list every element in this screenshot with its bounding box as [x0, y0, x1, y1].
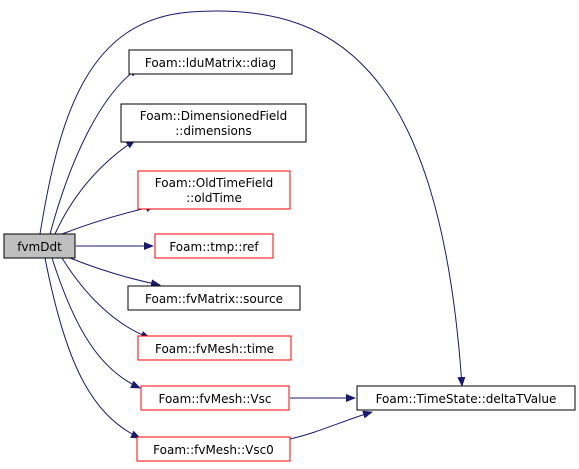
node-fvmddt-label: fvmDdt: [17, 240, 62, 254]
edge-fvmddt-to-time: [61, 257, 151, 339]
node-ldumatrix-diag-label: Foam::lduMatrix::diag: [145, 56, 276, 70]
node-fvmatrix-source[interactable]: Foam::fvMatrix::source: [127, 285, 301, 311]
node-timestate-deltatvalue-label: Foam::TimeState::deltaTValue: [376, 392, 557, 406]
node-fvmesh-vsc0[interactable]: Foam::fvMesh::Vsc0: [136, 436, 291, 462]
edge-fvmddt-to-deltatvalue: [39, 10, 466, 387]
node-fvmesh-vsc-label: Foam::fvMesh::Vsc: [158, 392, 271, 406]
node-tmp-ref-label: Foam::tmp::ref: [169, 240, 259, 254]
edge-fvmddt-to-vsc: [51, 257, 141, 389]
node-ldumatrix-diag[interactable]: Foam::lduMatrix::diag: [128, 49, 293, 75]
node-tmp-ref[interactable]: Foam::tmp::ref: [154, 233, 274, 259]
edge-fvmddt-to-oldtime: [61, 204, 156, 235]
node-oldtimefield-oldtime-label-1: Foam::OldTimeField: [155, 176, 273, 190]
edge-fvmddt-to-source: [69, 257, 161, 288]
nodes: fvmDdt Foam::lduMatrix::diag Foam::Dimen…: [3, 49, 576, 462]
node-dimensionedfield-dimensions[interactable]: Foam::DimensionedField ::dimensions: [120, 103, 307, 143]
node-oldtimefield-oldtime[interactable]: Foam::OldTimeField ::oldTime: [137, 170, 291, 210]
edge-vsc0-to-deltatvalue: [289, 410, 373, 440]
node-fvmesh-vsc0-label: Foam::fvMesh::Vsc0: [153, 443, 274, 457]
edge-fvmddt-to-dimensions: [54, 139, 136, 235]
node-fvmesh-time-label: Foam::fvMesh::time: [155, 342, 274, 356]
edges: [39, 10, 466, 440]
node-fvmddt[interactable]: fvmDdt: [3, 233, 76, 259]
node-fvmesh-time[interactable]: Foam::fvMesh::time: [137, 335, 292, 361]
node-timestate-deltatvalue[interactable]: Foam::TimeState::deltaTValue: [356, 385, 576, 411]
node-fvmesh-vsc[interactable]: Foam::fvMesh::Vsc: [140, 385, 290, 411]
edge-fvmddt-to-vsc0: [44, 257, 141, 439]
edge-fvmddt-to-ldudiag: [49, 67, 139, 235]
node-fvmatrix-source-label: Foam::fvMatrix::source: [145, 292, 283, 306]
node-oldtimefield-oldtime-label-2: ::oldTime: [186, 191, 242, 205]
node-dimensionedfield-dimensions-label-1: Foam::DimensionedField: [140, 109, 287, 123]
node-dimensionedfield-dimensions-label-2: ::dimensions: [175, 124, 252, 138]
